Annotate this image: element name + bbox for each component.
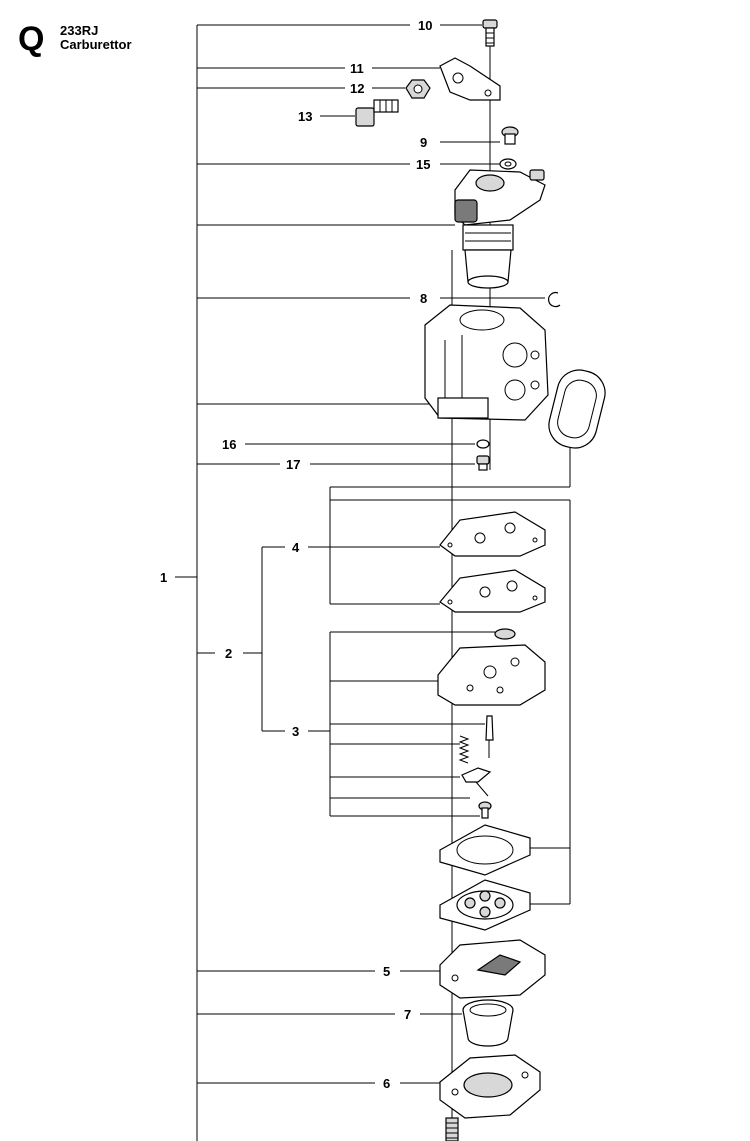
part-4-gasket-upper bbox=[439, 511, 546, 557]
diagram-header: Q 233RJ Carburettor bbox=[18, 20, 132, 58]
callout-7: 7 bbox=[404, 1007, 411, 1022]
part-3-lever bbox=[461, 767, 492, 797]
model-label: 233RJ bbox=[60, 23, 98, 38]
part-3-metering-body bbox=[437, 628, 546, 706]
part-15-washer bbox=[499, 158, 517, 170]
part-intake-gasket bbox=[548, 369, 606, 449]
callout-13: 13 bbox=[298, 109, 312, 124]
part-3-needle bbox=[485, 715, 494, 758]
callout-4: 4 bbox=[292, 540, 300, 555]
part-3-screw bbox=[478, 801, 492, 819]
part-diaphragm bbox=[439, 879, 531, 931]
part-5-pump-cover bbox=[439, 939, 546, 999]
part-throttle-assembly bbox=[454, 169, 546, 289]
callout-1: 1 bbox=[160, 570, 167, 585]
part-carburettor-body bbox=[424, 304, 549, 421]
callout-17: 17 bbox=[286, 457, 300, 472]
part-17-plug bbox=[476, 455, 490, 471]
section-letter: Q bbox=[18, 20, 44, 58]
callout-3: 3 bbox=[292, 724, 299, 739]
callout-labels: 1 2 3 4 5 6 7 8 9 10 11 12 13 15 16 17 bbox=[160, 18, 432, 1091]
part-12-nut bbox=[405, 79, 431, 99]
callout-8: 8 bbox=[420, 291, 427, 306]
part-6-cover bbox=[439, 1054, 541, 1119]
part-gasket-large bbox=[439, 824, 531, 876]
part-11-lever-plate bbox=[439, 57, 501, 101]
section-title: Carburettor bbox=[60, 37, 132, 52]
callout-15: 15 bbox=[416, 157, 430, 172]
callout-2: 2 bbox=[225, 646, 232, 661]
callout-12: 12 bbox=[350, 81, 364, 96]
part-3-spring bbox=[458, 735, 470, 764]
callout-6: 6 bbox=[383, 1076, 390, 1091]
callout-9: 9 bbox=[420, 135, 427, 150]
part-9-screw bbox=[501, 126, 519, 145]
parts bbox=[355, 19, 606, 1141]
part-threaded-stud bbox=[445, 1117, 459, 1141]
callout-16: 16 bbox=[222, 437, 236, 452]
part-13-adjusting-screw bbox=[355, 99, 399, 127]
part-10-screw bbox=[482, 19, 498, 47]
part-4-gasket-lower bbox=[439, 569, 546, 613]
callout-10: 10 bbox=[418, 18, 432, 33]
part-8-e-clip bbox=[548, 291, 561, 308]
callout-5: 5 bbox=[383, 964, 390, 979]
part-16-o-ring bbox=[476, 439, 490, 449]
part-7-primer-bulb bbox=[462, 999, 514, 1047]
callout-11: 11 bbox=[350, 61, 364, 76]
